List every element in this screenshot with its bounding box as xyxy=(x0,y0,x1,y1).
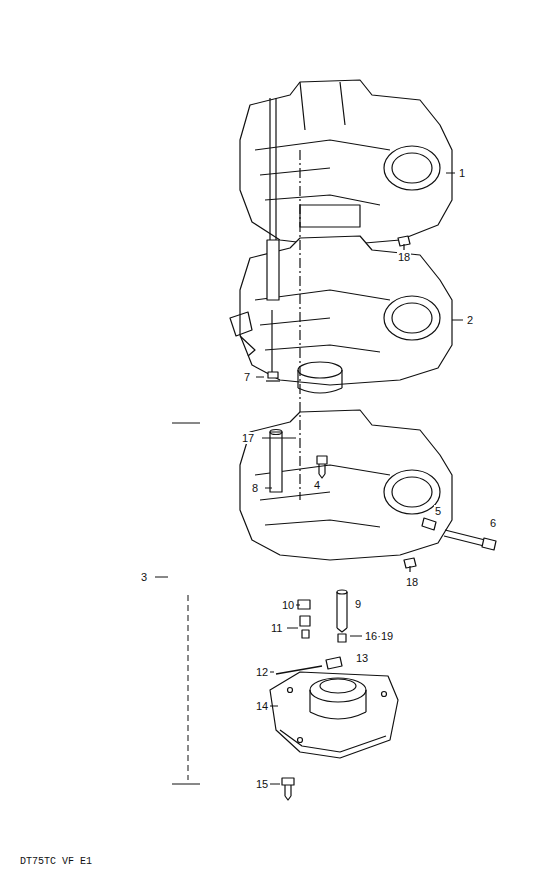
spring-screw xyxy=(422,518,496,550)
screw xyxy=(282,778,294,800)
callout-number: 10 xyxy=(281,599,295,611)
figure-caption: DT75TC VF E1 xyxy=(20,856,92,867)
carburetor-body xyxy=(240,80,452,246)
jet xyxy=(338,634,346,642)
callout-number: 5 xyxy=(434,505,442,517)
screw xyxy=(317,456,327,478)
carburetor-body xyxy=(240,410,452,560)
linkage-rod xyxy=(266,98,282,492)
callout-number: 11 xyxy=(270,622,283,634)
callout-number: 1 xyxy=(458,167,466,179)
callout-number: 17 xyxy=(241,432,255,444)
jet xyxy=(337,590,347,632)
callout-number: 15 xyxy=(255,778,269,790)
float-arm xyxy=(326,657,342,669)
callout-number: 18 xyxy=(405,576,419,588)
leader-line xyxy=(155,173,463,784)
float-bowl xyxy=(270,672,398,758)
callout-number: 14 xyxy=(255,700,269,712)
alignment-line xyxy=(299,150,300,500)
callout-number: 2 xyxy=(466,314,474,326)
callout-number: 13 xyxy=(355,652,369,664)
callout-number: 4 xyxy=(313,479,321,491)
callout-number: 9 xyxy=(354,598,362,610)
callout-number: 16·19 xyxy=(364,630,394,642)
carburetor-body xyxy=(230,236,452,393)
callout-number: 8 xyxy=(251,482,259,494)
callout-number: 18 xyxy=(397,251,411,263)
callout-number: 7 xyxy=(243,371,251,383)
callout-number: 12 xyxy=(255,666,269,678)
screw xyxy=(398,236,416,572)
jet xyxy=(298,600,310,638)
callout-number: 6 xyxy=(489,517,497,529)
callout-number: 3 xyxy=(140,571,148,583)
